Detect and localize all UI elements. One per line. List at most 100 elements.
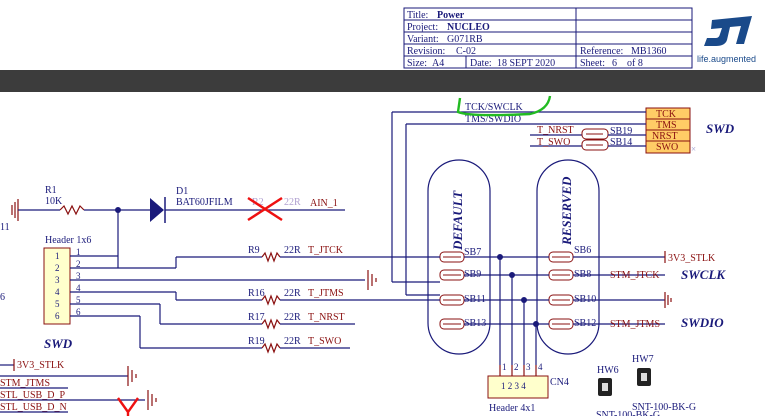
- sb8-bridge: [548, 269, 574, 281]
- pin-num-4: 4: [76, 283, 81, 293]
- left-edge-11: 11: [0, 222, 10, 233]
- swd-heading: SWD: [706, 121, 735, 136]
- size-value: A4: [432, 58, 444, 69]
- header-swd-name: SWD: [44, 336, 73, 351]
- hw6-jumper-icon: HW6: [597, 365, 619, 396]
- title-value: Power: [437, 10, 465, 21]
- ground-bottom-icon: [127, 366, 137, 386]
- sb19-label: SB19: [610, 126, 632, 137]
- d1-value: BAT60JFILM: [176, 197, 233, 208]
- net-tck-swclk: TCK/SWCLK: [465, 102, 524, 113]
- sb12-bridge: [548, 318, 574, 330]
- r1-value: 10K: [45, 196, 63, 207]
- hw-part-label: SNT-100-BK-G: [632, 402, 696, 413]
- swclk-label: SWCLK: [681, 267, 726, 282]
- cn4-pin-2: 2: [514, 362, 519, 372]
- pin-num-1: 1: [76, 247, 81, 257]
- net-ain1: AIN_1: [310, 198, 338, 209]
- pin-num-3: 3: [76, 271, 81, 281]
- strike-mark-icon: [247, 196, 283, 222]
- header-label: Header 1x6: [45, 235, 91, 246]
- ground-left-icon: [11, 199, 19, 221]
- signal-tms: TMS: [656, 120, 677, 131]
- project-value: NUCLEO: [447, 22, 490, 33]
- sb13-bridge: [439, 318, 465, 330]
- sheet-of: of 8: [627, 58, 643, 69]
- sb7-bridge: [439, 251, 465, 263]
- ground-mid-icon: [367, 270, 377, 290]
- signal-nrst: NRST: [652, 131, 678, 142]
- header-pin-4: 4: [55, 287, 60, 297]
- cn4-pin-4: 4: [538, 362, 543, 372]
- net-t-nrst-2: T_NRST: [308, 312, 345, 323]
- sb14-label: SB14: [610, 137, 632, 148]
- ain-input-circuit: 11 R1 10K D1 BAT60JFILM R2 22R AIN_1: [0, 185, 345, 268]
- net-t-swo-2: T_SWO: [308, 336, 341, 347]
- header-pin-3: 3: [55, 275, 60, 285]
- swo-x-mark: ×: [691, 144, 696, 154]
- sb10-bridge: [548, 294, 574, 306]
- net-t-jtms: T_JTMS: [308, 288, 344, 299]
- st-logo-icon: [704, 16, 752, 46]
- default-label: DEFAULT: [450, 190, 465, 251]
- variant-value: G071RB: [447, 34, 483, 45]
- r19-ref: R19: [248, 336, 265, 347]
- cn4-ref: CN4: [550, 377, 569, 388]
- hw7-label: HW7: [632, 354, 654, 365]
- right-nets: 3V3_STLK STM_JTCK SWCLK STM_JTMS SWDIO: [610, 251, 726, 330]
- default-solder-bridges: SB7 SB9 SB11 SB13: [439, 247, 486, 330]
- title-block: Title: Power Project: NUCLEO Variant: G0…: [403, 7, 756, 69]
- strike-mark-bottom-icon: [117, 397, 139, 416]
- sb7-label: SB7: [464, 247, 481, 258]
- date-label: Date:: [470, 58, 492, 69]
- r17-value: 22R: [284, 312, 301, 323]
- header-pin-6: 6: [55, 311, 60, 321]
- net-stm-jtms: STM_JTMS: [610, 319, 660, 330]
- highlight-mark: [456, 95, 552, 117]
- net-t-nrst: T_NRST: [537, 125, 574, 136]
- cn4-connector: 1 2 3 4 1 2 3 4 CN4 Header 4x1: [487, 362, 569, 414]
- header-1x6: Header 1x6 1 2 3 4 5 6 SWD 6: [0, 235, 91, 351]
- cn4-pin-3: 3: [526, 362, 531, 372]
- net-t-jtck: T_JTCK: [308, 245, 344, 256]
- size-label: Size:: [407, 58, 427, 69]
- revision-label: Revision:: [407, 46, 445, 57]
- sheet-label: Sheet:: [580, 58, 605, 69]
- d1-ref: D1: [176, 186, 188, 197]
- signal-tck: TCK: [656, 109, 677, 120]
- sb11-bridge: [439, 294, 465, 306]
- hw-part-label-2: SNT-100-BK-G: [596, 410, 660, 416]
- ground-right-icon: [664, 292, 672, 308]
- bottom-left-nets: 3V3_STLK STM_JTMS STL_USB_D_P STL_USB_D_…: [0, 359, 157, 416]
- header-wires: 1 2 3 4 5 6: [70, 247, 377, 349]
- swd-signal-connector: TCK TMS NRST SWO SWD ×: [645, 107, 735, 154]
- r9-ref: R9: [248, 245, 260, 256]
- cn4-pin-1: 1: [502, 362, 507, 372]
- signal-swo: SWO: [656, 142, 678, 153]
- cn4-label: Header 4x1: [489, 403, 535, 414]
- net-stm-jtck: STM_JTCK: [610, 270, 660, 281]
- header-pin-2: 2: [55, 263, 60, 273]
- r2-value-struck: 22R: [284, 197, 301, 208]
- title-label: Title:: [407, 10, 428, 21]
- sb6-label: SB6: [574, 245, 591, 256]
- reference-label: Reference:: [580, 46, 623, 57]
- sheet-value: 6: [612, 58, 617, 69]
- header-pin-5: 5: [55, 299, 60, 309]
- r1-ref: R1: [45, 185, 57, 196]
- section-banner: [0, 70, 765, 92]
- left-edge-6: 6: [0, 292, 5, 303]
- r19-value: 22R: [284, 336, 301, 347]
- r16-ref: R16: [248, 288, 265, 299]
- cn4-body-pins: 1 2 3 4: [501, 381, 526, 391]
- nrst-swo-jumpers: T_NRST T_SWO SB19 SB14: [530, 125, 646, 151]
- hw6-label: HW6: [597, 365, 619, 376]
- r2-ref-struck: R2: [252, 197, 264, 208]
- header-pin-1: 1: [55, 251, 60, 261]
- net-3v3-stlk-left: 3V3_STLK: [17, 360, 65, 371]
- reference-value: MB1360: [631, 46, 667, 57]
- series-resistors: R9 22R T_JTCK R16 22R T_JTMS R17 22R T_N…: [248, 245, 440, 354]
- pin-num-2: 2: [76, 259, 81, 269]
- net-stm-jtms-left: STM_JTMS: [0, 378, 50, 389]
